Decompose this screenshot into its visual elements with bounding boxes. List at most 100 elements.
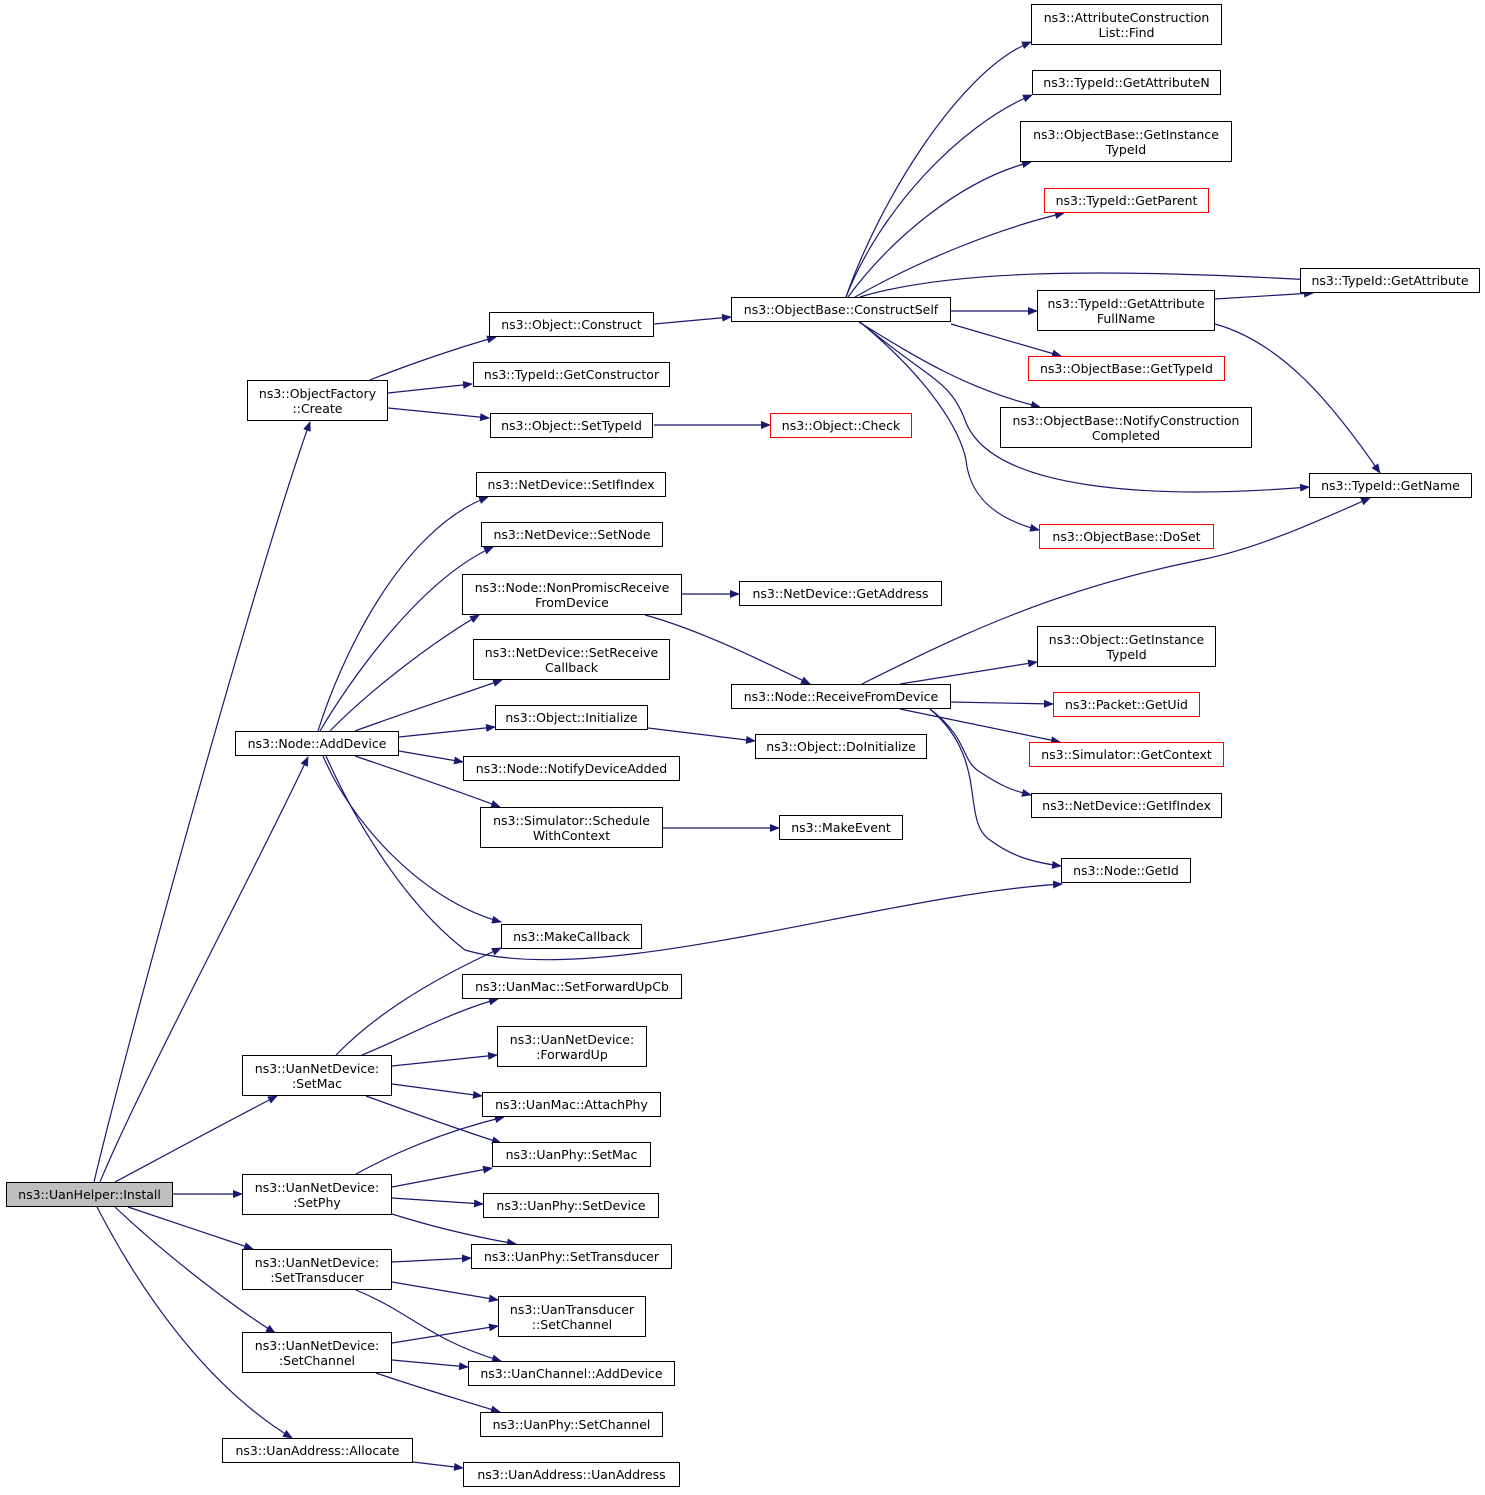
call-edge-2	[114, 1095, 278, 1183]
node-object-initialize[interactable]: ns3::Object::Initialize	[495, 705, 648, 730]
node-typeid-getattribute[interactable]: ns3::TypeId::GetAttribute	[1300, 268, 1480, 293]
call-edge-43	[847, 160, 1032, 298]
node-typeid-getparent[interactable]: ns3::TypeId::GetParent	[1044, 188, 1209, 213]
node-uannetdevice-setphy[interactable]: ns3::UanNetDevice::SetPhy	[242, 1174, 392, 1215]
node-netdevice-getifindex[interactable]: ns3::NetDevice::GetIfIndex	[1031, 793, 1222, 818]
call-edge-0	[93, 421, 311, 1183]
call-edge-41	[845, 41, 1032, 298]
call-edge-13	[319, 546, 494, 732]
call-edge-12	[317, 496, 489, 732]
call-edge-25	[365, 1095, 502, 1145]
call-edge-57	[929, 708, 1032, 797]
node-typeid-getname[interactable]: ns3::TypeId::GetName	[1309, 473, 1472, 498]
node-uanmac-setforwardupcb[interactable]: ns3::UanMac::SetForwardUpCb	[462, 974, 682, 999]
node-objectbase-doset[interactable]: ns3::ObjectBase::DoSet	[1039, 524, 1214, 549]
node-uanphy-settransducer[interactable]: ns3::UanPhy::SetTransducer	[471, 1244, 672, 1269]
node-object-settypeid[interactable]: ns3::Object::SetTypeId	[490, 413, 653, 438]
call-edge-31	[391, 1281, 499, 1303]
node-uannetdevice-forwardup[interactable]: ns3::UanNetDevice::ForwardUp	[497, 1026, 647, 1067]
call-edge-28	[391, 1197, 484, 1208]
call-edge-26	[355, 1115, 505, 1175]
node-makecallback[interactable]: ns3::MakeCallback	[501, 924, 642, 949]
call-edge-20	[322, 755, 502, 924]
node-uanhelper-install: ns3::UanHelper::Install	[6, 1182, 173, 1207]
call-edge-48	[858, 321, 1041, 409]
node-uantransducer-setchannel[interactable]: ns3::UanTransducer::SetChannel	[498, 1296, 646, 1337]
call-edge-55	[950, 699, 1054, 708]
call-edge-53	[861, 497, 1371, 685]
call-edge-8	[387, 380, 473, 394]
node-node-receivefromdevice[interactable]: ns3::Node::ReceiveFromDevice	[731, 684, 951, 709]
node-makeevent[interactable]: ns3::MakeEvent	[779, 815, 903, 840]
node-uanphy-setmac[interactable]: ns3::UanPhy::SetMac	[492, 1142, 651, 1167]
call-edge-6	[96, 1206, 293, 1439]
call-edge-44	[854, 211, 1065, 298]
node-netdevice-setifindex[interactable]: ns3::NetDevice::SetIfIndex	[476, 472, 666, 497]
node-uanaddress-uanaddress[interactable]: ns3::UanAddress::UanAddress	[463, 1462, 680, 1487]
call-edge-10	[653, 313, 732, 325]
call-edge-18	[354, 755, 501, 808]
call-edge-39	[647, 727, 756, 744]
call-edge-35	[375, 1372, 501, 1414]
call-edge-16	[398, 723, 496, 738]
call-edge-42	[845, 94, 1033, 298]
node-typeid-getattributen[interactable]: ns3::TypeId::GetAttributeN	[1032, 70, 1221, 95]
call-edge-23	[391, 1051, 498, 1067]
call-edge-38	[644, 614, 811, 685]
call-edge-9	[387, 407, 490, 422]
node-uanaddress-allocate[interactable]: ns3::UanAddress::Allocate	[222, 1438, 413, 1463]
node-uannetdevice-setmac[interactable]: ns3::UanNetDevice::SetMac	[242, 1055, 392, 1096]
node-node-adddevice[interactable]: ns3::Node::AddDevice	[235, 731, 399, 756]
node-uanphy-setdevice[interactable]: ns3::UanPhy::SetDevice	[483, 1193, 659, 1218]
node-typeid-getconstructor[interactable]: ns3::TypeId::GetConstructor	[473, 362, 670, 387]
node-uannetdevice-setchannel[interactable]: ns3::UanNetDevice::SetChannel	[242, 1332, 392, 1373]
node-object-check[interactable]: ns3::Object::Check	[770, 413, 912, 438]
node-objectfactory-create[interactable]: ns3::ObjectFactory::Create	[247, 380, 388, 421]
call-edge-54	[899, 659, 1038, 685]
call-edge-50	[859, 321, 1040, 532]
node-objectbase-constructself[interactable]: ns3::ObjectBase::ConstructSelf	[731, 297, 951, 322]
call-edge-56	[899, 708, 1061, 745]
call-edge-24	[391, 1083, 483, 1099]
call-edge-32	[355, 1289, 502, 1363]
call-edge-19	[325, 755, 1063, 961]
node-uanchannel-adddevice[interactable]: ns3::UanChannel::AddDevice	[468, 1361, 675, 1386]
call-edge-27	[391, 1165, 493, 1188]
call-edge-49	[859, 321, 1310, 493]
call-edge-33	[391, 1323, 499, 1344]
node-netdevice-getaddress[interactable]: ns3::NetDevice::GetAddress	[739, 581, 942, 606]
node-node-notifydeviceadded[interactable]: ns3::Node::NotifyDeviceAdded	[463, 756, 680, 781]
node-node-getid[interactable]: ns3::Node::GetId	[1061, 858, 1191, 883]
call-edge-36	[412, 1461, 464, 1471]
call-edge-47	[950, 323, 1062, 358]
call-edge-5	[114, 1206, 276, 1334]
node-uanphy-setchannel[interactable]: ns3::UanPhy::SetChannel	[480, 1412, 663, 1437]
call-edge-4	[127, 1206, 254, 1250]
call-edge-45	[859, 272, 1313, 298]
call-edge-22	[361, 997, 499, 1056]
node-packet-getuid[interactable]: ns3::Packet::GetUid	[1053, 692, 1200, 717]
call-edge-17	[398, 750, 464, 765]
call-edge-51	[1214, 289, 1314, 300]
node-uannetdevice-settransducer[interactable]: ns3::UanNetDevice::SetTransducer	[242, 1249, 392, 1290]
node-netdevice-setnode[interactable]: ns3::NetDevice::SetNode	[481, 522, 663, 547]
node-object-doinitialize[interactable]: ns3::Object::DoInitialize	[755, 734, 927, 759]
node-simulator-getcontext[interactable]: ns3::Simulator::GetContext	[1029, 742, 1224, 767]
call-edge-34	[391, 1359, 469, 1371]
call-edge-15	[354, 679, 503, 732]
node-objectbase-gettypeid[interactable]: ns3::ObjectBase::GetTypeId	[1028, 356, 1225, 381]
node-uanmac-attachphy[interactable]: ns3::UanMac::AttachPhy	[482, 1092, 661, 1117]
call-edge-7	[369, 335, 497, 381]
node-object-construct[interactable]: ns3::Object::Construct	[489, 312, 654, 337]
call-edge-58	[929, 708, 1062, 869]
